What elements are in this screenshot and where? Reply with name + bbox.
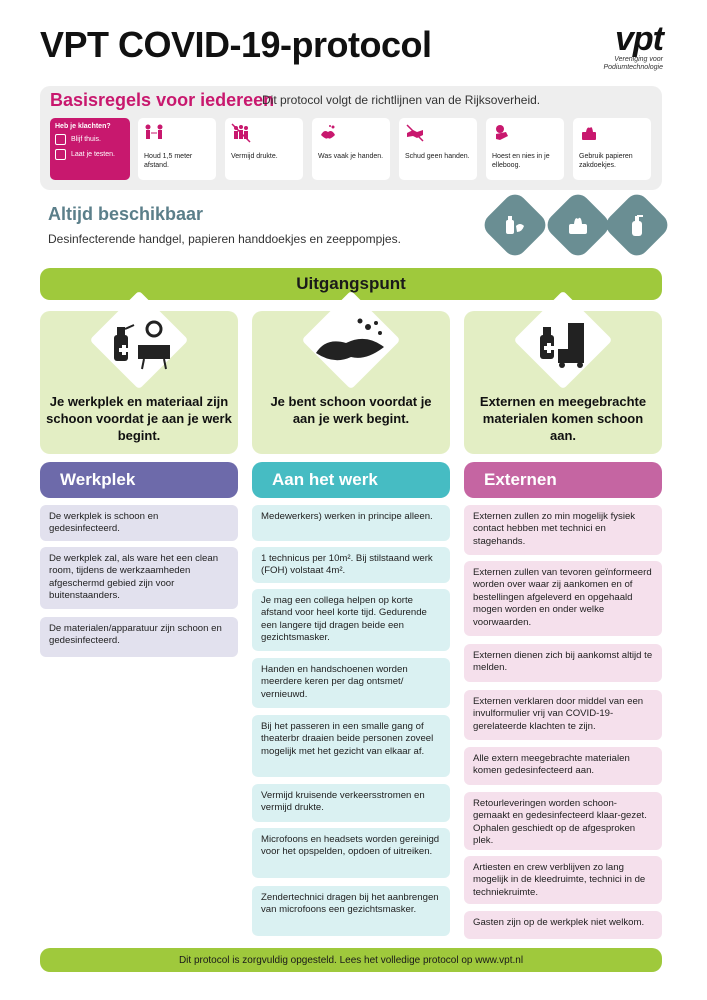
rule-card: Was vaak je handen. [312, 118, 390, 180]
rule-text: Houd 1,5 meter afstand. [144, 153, 193, 169]
uitgangspunt-card-text: Je werkplek en materiaal zijn schoon voo… [46, 394, 232, 443]
rule-text: Vermijd drukte. [231, 153, 278, 160]
externen-item: Gasten zijn op de werkplek niet welkom. [464, 911, 662, 939]
rule-card: Vermijd drukte. [225, 118, 303, 180]
paper-towel-icon [553, 212, 603, 238]
aan-het-werk-item: Handen en handschoenen worden meerdere k… [252, 658, 450, 708]
werkplek-item-text: De werkplek zal, als ware het een clean … [49, 553, 219, 602]
uitgangspunt-card-text: Externen en meegebrachte materialen kome… [479, 394, 647, 443]
werkplek-item: De werkplek is schoon en gedesinfecteerd… [40, 505, 238, 541]
no-handshake-icon [406, 124, 424, 142]
klachten-card: Heb je klachten? Blijf thuis. Laat je te… [50, 118, 130, 180]
uitgangspunt-card-text: Je bent schoon voordat je aan je werk be… [270, 394, 432, 426]
externen-item: Alle extern meegebrachte materialen kome… [464, 747, 662, 785]
basisregels-subtitle: Dit protocol volgt de richtlijnen van de… [262, 93, 541, 107]
werkplek-item: De materialen/apparatuur zijn schoon en … [40, 617, 238, 657]
external-materials-icon [540, 323, 584, 368]
klachten-row-label: Laat je testen. [71, 151, 115, 158]
page-title: VPT COVID-19-protocol [40, 24, 432, 65]
altijd-title: Altijd beschikbaar [48, 204, 204, 224]
externen-item: Externen verklaren door middel van een i… [464, 690, 662, 740]
klachten-row-home: Blijf thuis. [55, 134, 125, 145]
rule-text: Gebruik papieren zakdoekjes. [579, 153, 633, 169]
distance-icon [145, 124, 163, 139]
werkplek-header: Werkplek [40, 462, 238, 498]
aan-het-werk-item: Vermijd kruisende verkeersstromen en ver… [252, 784, 450, 822]
externen-item: Externen dienen zich bij aankomst altijd… [464, 644, 662, 682]
crowd-icon [231, 123, 251, 143]
rule-card: Schud geen handen. [399, 118, 477, 180]
aan-het-werk-item: Zendertechnici dragen bij het aanbrengen… [252, 886, 450, 936]
externen-item: Externen zullen van tevoren geïnformeerd… [464, 561, 662, 636]
werkplek-item: De werkplek zal, als ware het een clean … [40, 547, 238, 609]
rule-text: Schud geen handen. [405, 153, 470, 160]
aan-het-werk-item: Medewerkers) werken in principe alleen. [252, 505, 450, 541]
logo-subtitle-1: Vereniging voor [614, 56, 663, 63]
hand-gel-icon [490, 212, 540, 238]
externen-item: Externen zullen zo min mogelijk fysiek c… [464, 505, 662, 555]
rule-card: Gebruik papieren zakdoekjes. [573, 118, 651, 180]
basisregels-panel: Basisregels voor iedereen Dit protocol v… [40, 86, 662, 190]
rule-card: Hoest en nies in je elleboog. [486, 118, 564, 180]
altijd-subtitle: Desinfecterende handgel, papieren handdo… [48, 232, 401, 246]
wash-hands-icon [321, 125, 335, 139]
aan-het-werk-item: Je mag een collega helpen op korte afsta… [252, 589, 450, 651]
rule-text: Was vaak je handen. [318, 153, 384, 160]
aan-het-werk-item: Bij het passeren in een smalle gang of t… [252, 715, 450, 777]
test-icon [55, 149, 66, 160]
tissue-icon [582, 127, 596, 140]
externen-header: Externen [464, 462, 662, 498]
soap-pump-icon [612, 212, 662, 238]
footer-bar: Dit protocol is zorgvuldig opgesteld. Le… [40, 948, 662, 972]
aan-het-werk-header: Aan het werk [252, 462, 450, 498]
vpt-logo: vpt Vereniging voor Podiumtechnologie [583, 20, 664, 72]
aan-het-werk-item: 1 technicus per 10m². Bij stilstaand wer… [252, 547, 450, 583]
externen-item: Retourleveringen worden schoon-gemaakt e… [464, 792, 662, 850]
klachten-row-label: Blijf thuis. [71, 136, 101, 143]
aan-het-werk-item: Microfoons en headsets worden gereinigd … [252, 828, 450, 878]
cough-elbow-icon [496, 125, 508, 140]
logo-subtitle-2: Podiumtechnologie [603, 64, 663, 71]
externen-item: Artiesten en crew verblijven zo lang mog… [464, 856, 662, 904]
clean-hands-icon [316, 318, 384, 361]
logo-mark: vpt [615, 20, 664, 58]
spray-equipment-icon [114, 320, 170, 370]
home-icon [55, 134, 66, 145]
rule-text: Hoest en nies in je elleboog. [492, 153, 550, 169]
klachten-title: Heb je klachten? [55, 123, 111, 130]
klachten-row-test: Laat je testen. [55, 149, 125, 160]
uitgangspunt-card: Externen en meegebrachte materialen kome… [464, 290, 662, 454]
uitgangspunt-card: Je werkplek en materiaal zijn schoon voo… [40, 290, 238, 454]
basisregels-title: Basisregels voor iedereen [50, 90, 275, 110]
uitgangspunt-card: Je bent schoon voordat je aan je werk be… [252, 290, 450, 454]
rule-card: Houd 1,5 meter afstand. [138, 118, 216, 180]
